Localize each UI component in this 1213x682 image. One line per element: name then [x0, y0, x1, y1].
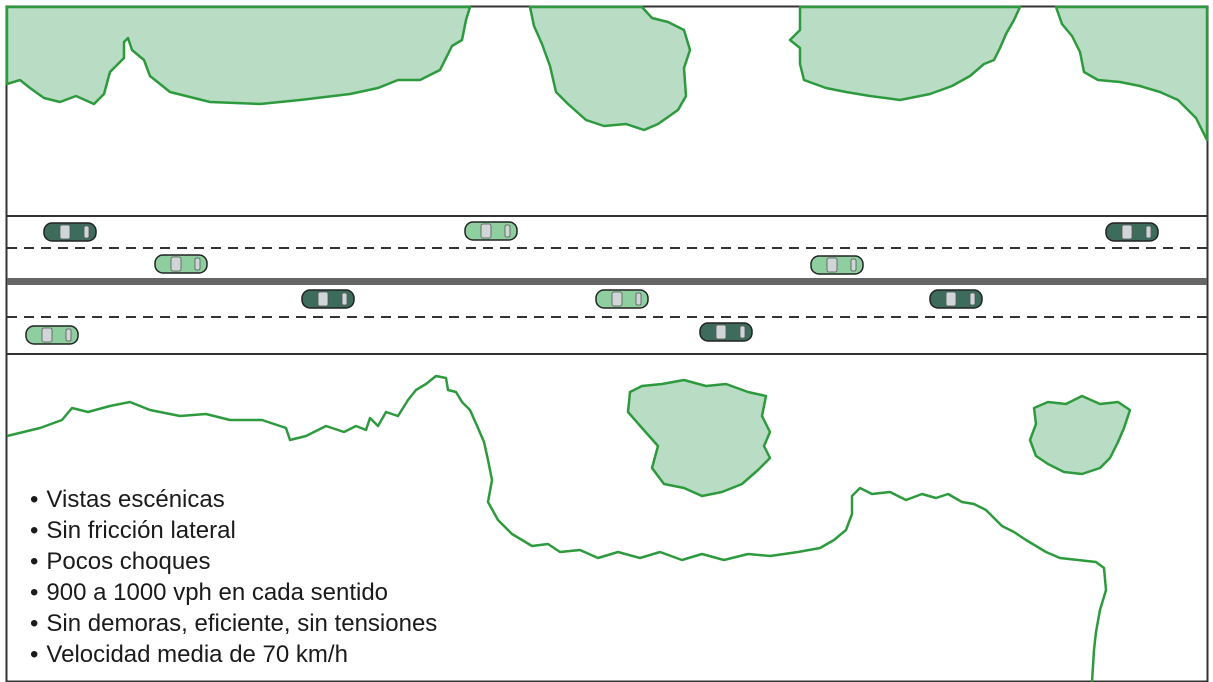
car-8 [929, 289, 983, 309]
bullet-flow-rate: 900 a 1000 vph en cada sentido [30, 577, 437, 608]
treeline-lower [6, 374, 1108, 682]
bushes [626, 378, 1132, 498]
vegetation-top-right2 [1054, 5, 1209, 142]
bottom-vegetation [6, 374, 1108, 682]
car-9 [25, 325, 79, 345]
median-strip [7, 278, 1207, 285]
vegetation-top-left [5, 5, 472, 106]
car-4 [154, 254, 208, 274]
car-2 [464, 221, 518, 241]
bullet-average-speed: Velocidad media de 70 km/h [30, 639, 437, 670]
bush-right [1028, 394, 1132, 476]
vegetation-top-center [528, 5, 692, 132]
car-7 [595, 289, 649, 309]
vegetation-top-right1 [788, 5, 1022, 102]
feature-list: Vistas escénicas Sin fricción lateral Po… [30, 484, 437, 670]
bullet-no-delays: Sin demoras, eficiente, sin tensiones [30, 608, 437, 639]
car-1 [43, 222, 97, 242]
top-vegetation [5, 5, 1209, 142]
car-5 [810, 255, 864, 275]
bush-center [626, 378, 772, 498]
car-6 [301, 289, 355, 309]
bullet-few-crashes: Pocos choques [30, 546, 437, 577]
bullet-no-side-friction: Sin fricción lateral [30, 515, 437, 546]
car-3 [1105, 222, 1159, 242]
bullet-scenic-views: Vistas escénicas [30, 484, 437, 515]
traffic [25, 221, 1159, 345]
road [7, 215, 1207, 355]
car-10 [699, 322, 753, 342]
